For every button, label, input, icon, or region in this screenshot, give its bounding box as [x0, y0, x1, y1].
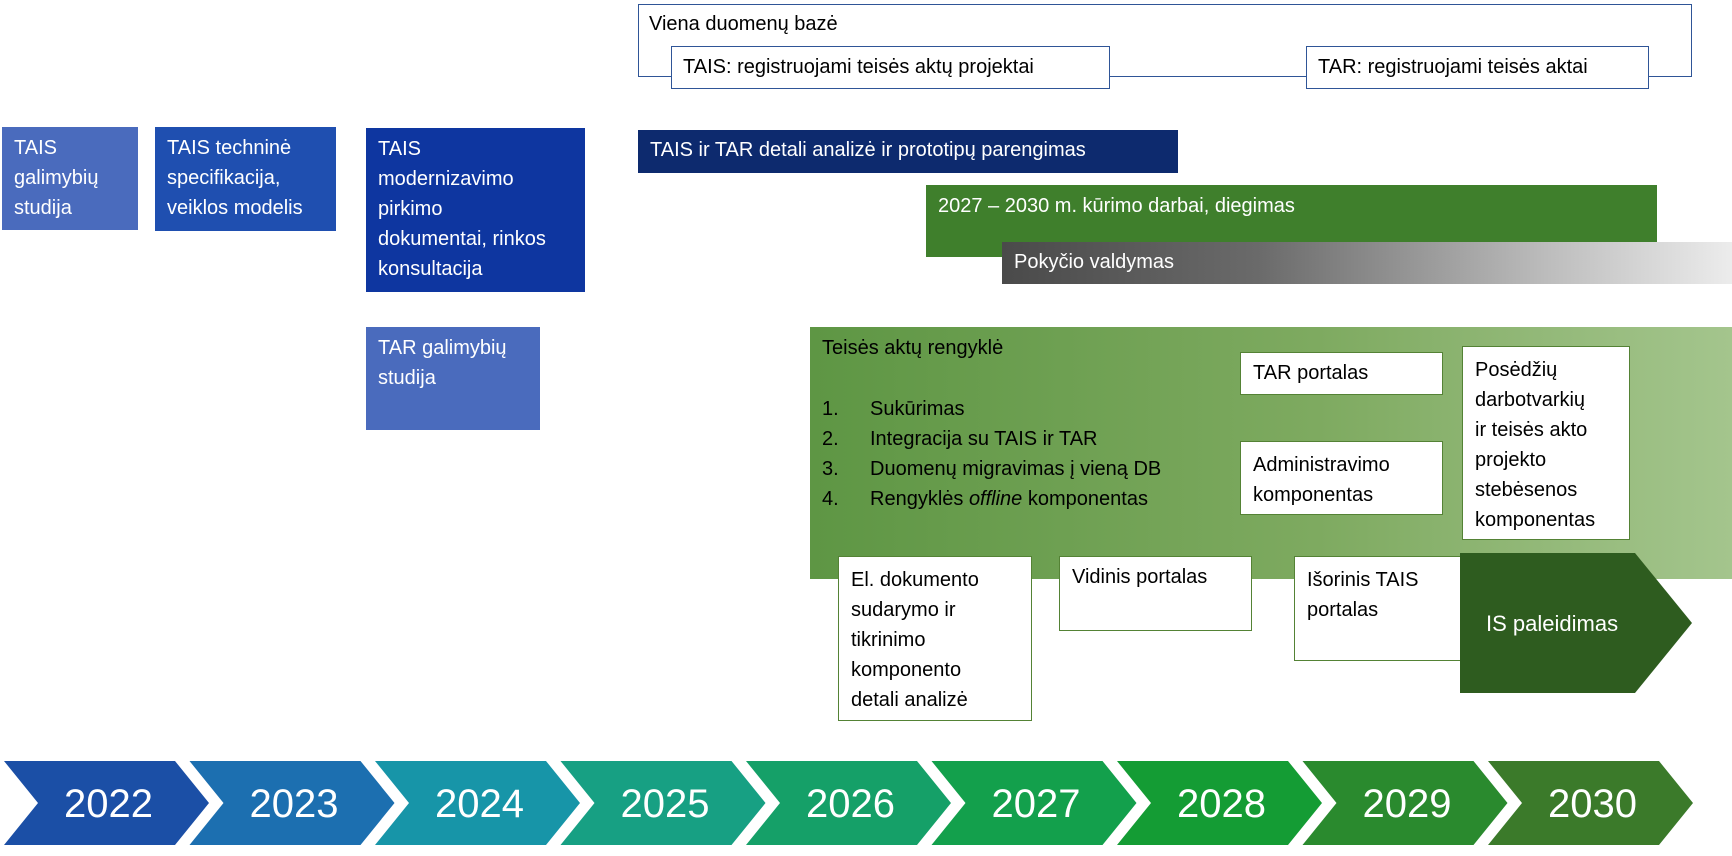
administration-component-box: Administravimo komponentas: [1240, 441, 1443, 515]
year-chevron-shape: [560, 761, 766, 845]
meeting-agenda-component-box: Posėdžių darbotvarkių ir teisės akto pro…: [1462, 346, 1630, 540]
is-launch-arrow-shape: [1460, 553, 1692, 693]
year-chevron-2024: 2024: [375, 761, 580, 845]
year-label: 2023: [250, 782, 339, 826]
tais-registry-box: TAIS: registruojami teisės aktų projekta…: [671, 46, 1110, 89]
single-db-title: Viena duomenų bazė: [649, 13, 838, 35]
tar-portal-box: TAR portalas: [1240, 352, 1443, 395]
tais-technical-spec: TAIS techninė specifikacija, veiklos mod…: [155, 127, 336, 231]
year-chevron-2023: 2023: [189, 761, 395, 845]
year-chevron-2022: 2022: [4, 761, 209, 845]
year-chevron-shape: [1302, 761, 1508, 845]
editor-steps-list: 1.Sukūrimas 2.Integracija su TAIS ir TAR…: [822, 394, 1222, 514]
editor-step: 2.Integracija su TAIS ir TAR: [822, 428, 1098, 450]
external-portal-box: Išorinis TAIS portalas: [1294, 556, 1464, 661]
year-chevron-shape: [189, 761, 395, 845]
year-label: 2029: [1363, 782, 1452, 826]
year-chevron-shape: [375, 761, 580, 845]
year-chevron-shape: [1117, 761, 1322, 845]
analysis-bar: TAIS ir TAR detali analizė ir prototipų …: [638, 130, 1178, 173]
editor-step: 3.Duomenų migravimas į vieną DB: [822, 458, 1162, 480]
editor-panel-title: Teisės aktų rengyklė: [822, 337, 1004, 359]
year-chevron-2025: 2025: [560, 761, 766, 845]
tais-procurement-docs: TAIS modernizavimo pirkimo dokumentai, r…: [366, 128, 585, 292]
change-management-bar: Pokyčio valdymas: [1002, 242, 1732, 284]
el-document-analysis-box: El. dokumento sudarymo ir tikrinimo komp…: [838, 556, 1032, 721]
year-label: 2025: [621, 782, 710, 826]
year-chevron-2030: 2030: [1488, 761, 1693, 845]
year-timeline: 2022 2023 2024 2025 2026 2027 2028 2029 2030: [4, 761, 1693, 845]
year-label: 2022: [64, 782, 153, 826]
tais-feasibility-study: TAIS galimybių studija: [2, 127, 138, 230]
year-label: 2030: [1548, 782, 1637, 826]
editor-step: 4.Rengyklės offline komponentas: [822, 488, 1148, 510]
year-chevron-shape: [931, 761, 1137, 845]
internal-portal-box: Vidinis portalas: [1059, 556, 1252, 631]
year-chevron-shape: [746, 761, 951, 845]
tar-registry-box: TAR: registruojami teisės aktai: [1306, 46, 1649, 89]
tar-feasibility-study: TAR galimybių studija: [366, 327, 540, 430]
year-chevron-2029: 2029: [1302, 761, 1508, 845]
year-label: 2026: [806, 782, 895, 826]
year-label: 2027: [992, 782, 1081, 826]
is-launch-arrow: [1460, 553, 1692, 693]
year-chevron-2027: 2027: [931, 761, 1137, 845]
year-chevron-shape: [4, 761, 209, 845]
year-label: 2028: [1177, 782, 1266, 826]
single-db-box: Viena duomenų bazė: [638, 4, 1692, 77]
is-launch-label: IS paleidimas: [1486, 611, 1619, 636]
year-chevron-shape: [1488, 761, 1693, 845]
year-chevron-2026: 2026: [746, 761, 951, 845]
year-chevron-2028: 2028: [1117, 761, 1322, 845]
editor-step: 1.Sukūrimas: [822, 398, 965, 420]
year-label: 2024: [435, 782, 524, 826]
